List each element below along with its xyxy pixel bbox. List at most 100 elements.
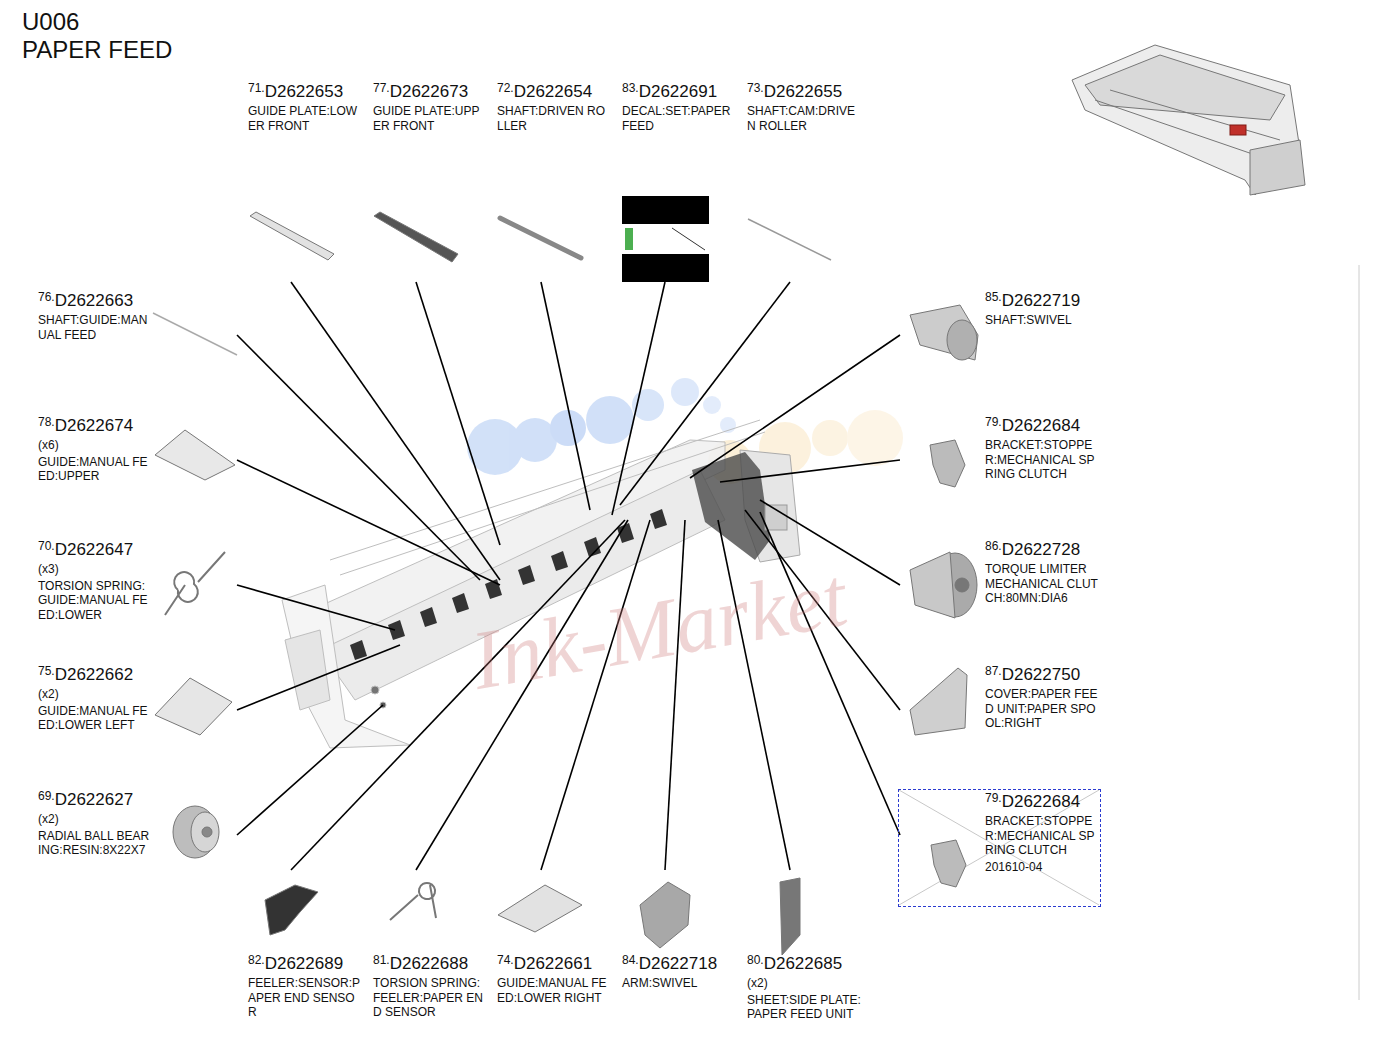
- callout-number: 72.: [497, 81, 514, 95]
- callout-line: 75.D2622662: [38, 665, 152, 685]
- leader-line: [237, 335, 480, 580]
- part-description: GUIDE PLATE:LOWER FRONT: [248, 104, 362, 133]
- shaft-swivel: [910, 305, 978, 360]
- part-description: SHAFT:SWIVEL: [985, 313, 1099, 328]
- guide-plate-upper-front: [374, 212, 458, 262]
- leader-line: [665, 520, 685, 870]
- part-callout: 84.D2622718ARM:SWIVEL: [622, 954, 736, 991]
- top-rail: [330, 420, 760, 560]
- part-callout: 77.D2622673GUIDE PLATE:UPPER FRONT: [373, 82, 487, 133]
- torque-limiter-hole: [955, 578, 969, 592]
- thumb-line: [1095, 100, 1270, 160]
- callout-line: 70.D2622647: [38, 540, 152, 560]
- tooth: [551, 551, 568, 571]
- guide-lower-left: [155, 678, 232, 735]
- part-number: D2622673: [390, 82, 468, 101]
- feeler-sensor: [265, 885, 318, 935]
- part-callout: 74.D2622661GUIDE:MANUAL FEED:LOWER RIGHT: [497, 954, 611, 1005]
- part-description: SHAFT:GUIDE:MANUAL FEED: [38, 313, 152, 342]
- part-images: [153, 196, 978, 955]
- callout-number: 75.: [38, 664, 55, 678]
- part-number: D2622663: [55, 291, 133, 310]
- callout-line: 80.D2622685: [747, 954, 861, 974]
- cross-line: [899, 790, 1099, 905]
- tooth: [452, 593, 469, 613]
- leader-line: [720, 460, 900, 482]
- part-description: TORSION SPRING:FEELER:PAPER END SENSOR: [373, 976, 487, 1020]
- callout-number: 84.: [622, 953, 639, 967]
- part-callout: 72.D2622654SHAFT:DRIVEN ROLLER: [497, 82, 611, 133]
- bubble: [550, 410, 586, 446]
- guide-upper: [155, 430, 235, 480]
- callout-line: 79.D2622684: [985, 792, 1099, 812]
- part-callout: 86.D2622728TORQUE LIMITER MECHANICAL CLU…: [985, 540, 1099, 606]
- thumb-highlight: [1230, 125, 1246, 135]
- part-callout: 69.D2622627(x2)RADIAL BALL BEARING:RESIN…: [38, 790, 152, 858]
- part-number: D2622674: [55, 416, 133, 435]
- part-number: D2622691: [639, 82, 717, 101]
- bracket-image: [931, 840, 966, 887]
- leader-lines: [237, 282, 900, 870]
- callout-line: 85.D2622719: [985, 291, 1099, 311]
- part-callout: 73.D2622655SHAFT:CAM:DRIVEN ROLLER: [747, 82, 861, 133]
- part-description: TORSION SPRING:GUIDE:MANUAL FEED:LOWER: [38, 579, 152, 623]
- callout-line: 84.D2622718: [622, 954, 736, 974]
- shaft-guide: [153, 313, 237, 355]
- bearing-hole: [202, 827, 212, 837]
- part-callout: 87.D2622750COVER:PAPER FEED UNIT:PAPER S…: [985, 665, 1099, 731]
- leader-line: [237, 705, 383, 835]
- part-number: D2622688: [390, 954, 468, 973]
- quantity: (x2): [38, 687, 152, 702]
- part-callout: 80.D2622685(x2)SHEET:SIDE PLATE:PAPER FE…: [747, 954, 861, 1022]
- tooth: [650, 509, 667, 529]
- part-description: SHAFT:CAM:DRIVEN ROLLER: [747, 104, 861, 133]
- part-description: FEELER:SENSOR:PAPER END SENSOR: [248, 976, 362, 1020]
- part-description: GUIDE:MANUAL FEED:UPPER: [38, 455, 152, 484]
- callout-number: 79.: [985, 791, 1002, 805]
- callout-number: 83.: [622, 81, 639, 95]
- callout-line: 76.D2622663: [38, 291, 152, 311]
- callout-number: 80.: [747, 953, 764, 967]
- part-description: TORQUE LIMITER MECHANICAL CLUTCH:80MN:DI…: [985, 562, 1099, 606]
- leader-line: [237, 585, 395, 630]
- thumb-line: [1110, 90, 1280, 140]
- thumbnail: [1072, 45, 1305, 195]
- callout-line: 72.D2622654: [497, 82, 611, 102]
- bubble: [671, 378, 699, 406]
- part-description: GUIDE:MANUAL FEED:LOWER RIGHT: [497, 976, 611, 1005]
- right-clutch: [765, 505, 787, 530]
- part-description: RADIAL BALL BEARING:RESIN:8X22X7: [38, 829, 152, 858]
- decal-panel: [622, 224, 709, 254]
- part-number: D2622719: [1002, 291, 1080, 310]
- part-description: DECAL:SET:PAPER FEED: [622, 104, 736, 133]
- callout-number: 86.: [985, 539, 1002, 553]
- cover-right: [910, 668, 967, 735]
- part-number: D2622627: [55, 790, 133, 809]
- callout-number: 74.: [497, 953, 514, 967]
- torque-limiter-body: [910, 552, 955, 618]
- leader-line: [237, 460, 500, 585]
- callout-line: 79.D2622684: [985, 416, 1099, 436]
- shaft-driven-roller: [500, 218, 581, 258]
- callout-number: 82.: [248, 953, 265, 967]
- part-callout: 85.D2622719SHAFT:SWIVEL: [985, 291, 1099, 328]
- side-plate-sheet: [780, 878, 800, 955]
- callout-number: 69.: [38, 789, 55, 803]
- part-callout: 75.D2622662(x2)GUIDE:MANUAL FEED:LOWER L…: [38, 665, 152, 733]
- leader-line: [620, 282, 790, 505]
- decal-icon: [625, 228, 633, 250]
- part-number: D2622685: [764, 954, 842, 973]
- part-number: D2622750: [1002, 665, 1080, 684]
- part-number: D2622654: [514, 82, 592, 101]
- part-number: D2622689: [265, 954, 343, 973]
- shaft-swivel-end: [947, 320, 977, 360]
- part-number: D2622728: [1002, 540, 1080, 559]
- callout-number: 79.: [985, 415, 1002, 429]
- callout-line: 77.D2622673: [373, 82, 487, 102]
- callout-line: 78.D2622674: [38, 416, 152, 436]
- leader-line: [541, 282, 590, 510]
- callout-number: 85.: [985, 290, 1002, 304]
- part-description: ARM:SWIVEL: [622, 976, 736, 991]
